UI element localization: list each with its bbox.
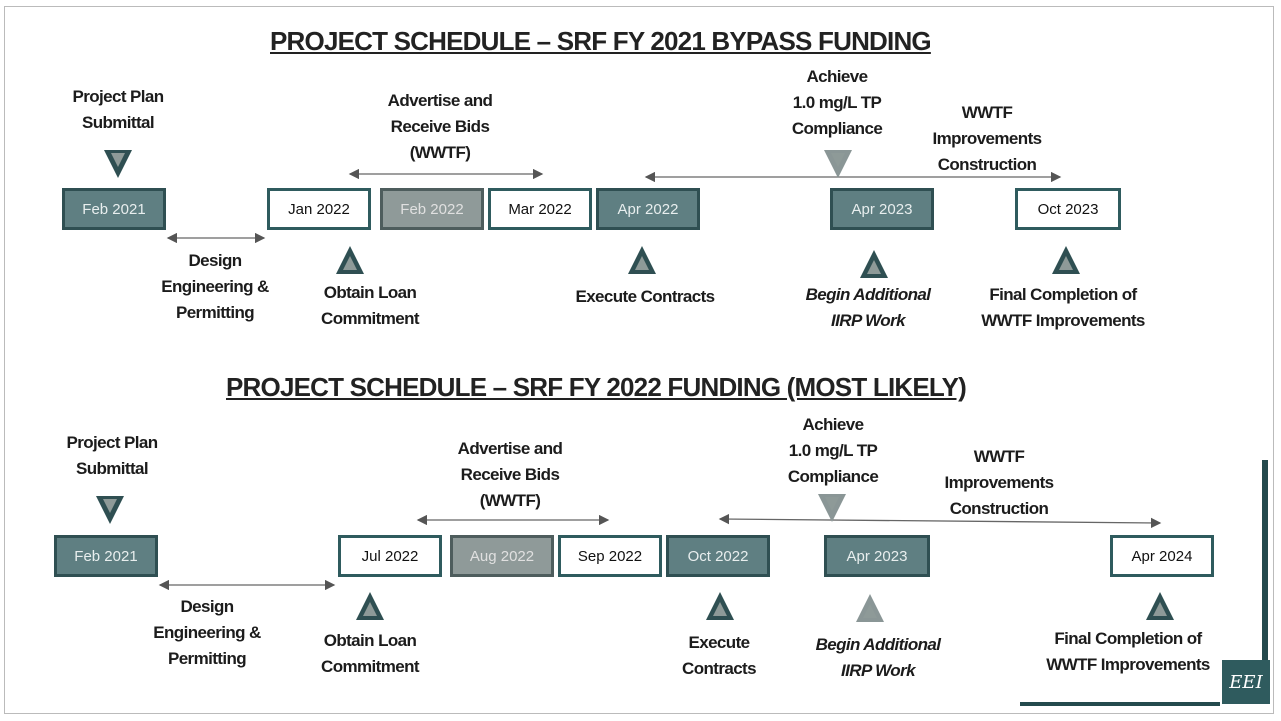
bottom-box-sep-2022: Sep 2022 — [558, 535, 662, 577]
top-contracts-marker-icon — [628, 246, 656, 274]
bottom-design-label: Design Engineering & Permitting — [153, 597, 261, 668]
bottom-tp-marker-icon — [818, 494, 846, 522]
top-tp-label: Achieve 1.0 mg/L TP Compliance — [791, 67, 883, 138]
bottom-box-apr-2023: Apr 2023 — [824, 535, 930, 577]
top-tp-marker-icon — [824, 150, 852, 178]
bottom-iirp-marker-icon — [856, 594, 884, 622]
top-contracts-label: Execute Contracts — [575, 287, 715, 306]
bottom-submittal-marker-icon — [96, 496, 124, 524]
bottom-schedule-title: PROJECT SCHEDULE – SRF FY 2022 FUNDING (… — [226, 372, 967, 402]
top-box-mar-2022: Mar 2022 — [488, 188, 592, 230]
bottom-box-oct-2022: Oct 2022 — [666, 535, 770, 577]
bottom-loan-marker-icon — [356, 592, 384, 620]
top-box-oct-2023: Oct 2023 — [1015, 188, 1121, 230]
bottom-construction-label: WWTF Improvements Construction — [944, 447, 1054, 518]
top-box-apr-2023: Apr 2023 — [830, 188, 934, 230]
top-final-marker-icon — [1052, 246, 1080, 274]
bottom-edge-bar — [1020, 702, 1220, 706]
top-loan-label: Obtain Loan Commitment — [321, 283, 420, 328]
bottom-iirp-label: Begin Additional IIRP Work — [815, 635, 941, 680]
bottom-loan-label: Obtain Loan Commitment — [321, 631, 420, 676]
top-final-label: Final Completion of WWTF Improvements — [981, 285, 1145, 330]
right-edge-bar — [1262, 460, 1268, 660]
bottom-box-aug-2022: Aug 2022 — [450, 535, 554, 577]
top-iirp-label: Begin Additional IIRP Work — [805, 285, 931, 330]
top-submittal-marker-icon — [104, 150, 132, 178]
top-design-label: Design Engineering & Permitting — [161, 251, 269, 322]
top-construction-label: WWTF Improvements Construction — [932, 103, 1042, 174]
top-schedule-title: PROJECT SCHEDULE – SRF FY 2021 BYPASS FU… — [270, 26, 932, 56]
top-loan-marker-icon — [336, 246, 364, 274]
bottom-submittal-label: Project Plan Submittal — [66, 433, 158, 478]
bottom-contracts-marker-icon — [706, 592, 734, 620]
top-iirp-marker-icon — [860, 250, 888, 278]
bottom-box-feb-2021: Feb 2021 — [54, 535, 158, 577]
top-submittal-label: Project Plan Submittal — [72, 87, 164, 132]
bottom-bids-label: Advertise and Receive Bids (WWTF) — [457, 439, 563, 510]
top-box-apr-2022: Apr 2022 — [596, 188, 700, 230]
top-bids-label: Advertise and Receive Bids (WWTF) — [387, 91, 493, 162]
bottom-box-jul-2022: Jul 2022 — [338, 535, 442, 577]
top-box-jan-2022: Jan 2022 — [267, 188, 371, 230]
bottom-box-apr-2024: Apr 2024 — [1110, 535, 1214, 577]
bottom-tp-label: Achieve 1.0 mg/L TP Compliance — [787, 415, 879, 486]
page-frame — [4, 6, 1274, 714]
bottom-final-marker-icon — [1146, 592, 1174, 620]
bottom-contracts-label: Execute Contracts — [682, 633, 757, 678]
top-box-feb-2022: Feb 2022 — [380, 188, 484, 230]
bottom-construction-arrow — [718, 513, 1162, 529]
top-box-feb-2021: Feb 2021 — [62, 188, 166, 230]
company-logo: EEI — [1222, 660, 1270, 704]
bottom-final-label: Final Completion of WWTF Improvements — [1046, 629, 1210, 674]
